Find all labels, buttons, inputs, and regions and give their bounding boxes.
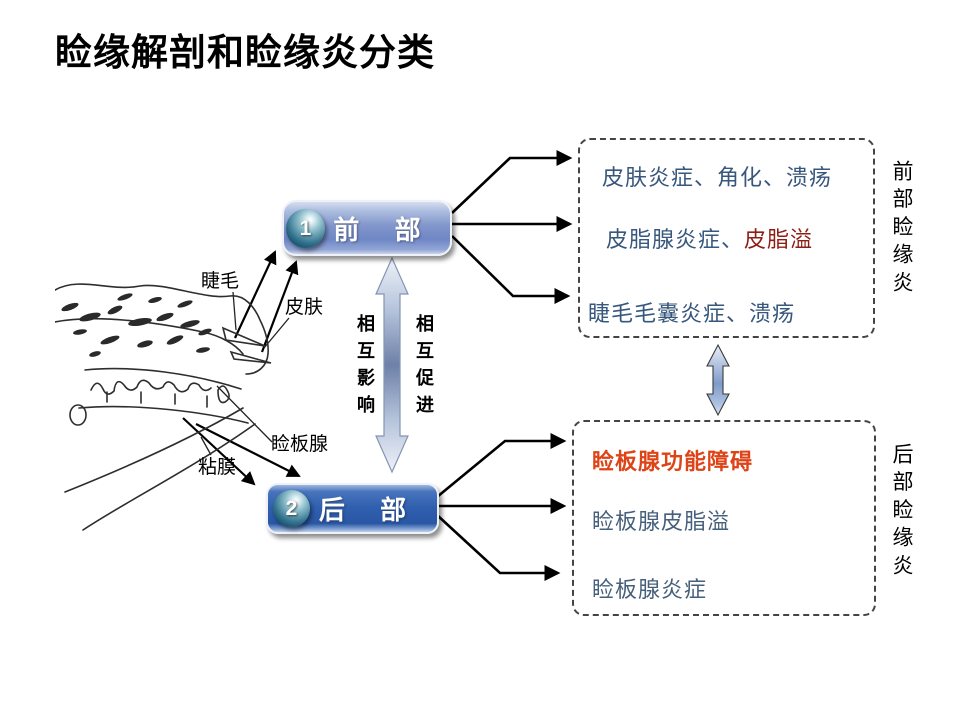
node-posterior-number-badge: 2: [273, 490, 310, 527]
node-anterior-number: 1: [299, 216, 312, 240]
posterior-findings-box: 睑板腺功能障碍 睑板腺皮脂溢 睑板腺炎症: [572, 420, 876, 616]
label-skin: 皮肤: [285, 297, 324, 318]
label-mutual-influence: 相互影响: [355, 314, 375, 422]
posterior-finding-2: 睑板腺皮脂溢: [592, 510, 731, 535]
node-posterior-label: 后 部: [318, 495, 421, 525]
label-eyelash: 睫毛: [201, 271, 240, 292]
anterior-finding-2-highlight: 皮脂溢: [744, 228, 814, 253]
label-mutual-promotion: 相互促进: [414, 314, 434, 422]
anterior-findings-box: 皮肤炎症、角化、溃疡 皮脂腺炎症、皮脂溢 睫毛毛囊炎症、溃疡: [578, 138, 875, 338]
posterior-finding-3: 睑板腺炎症: [592, 578, 708, 603]
node-anterior: 1 前 部: [282, 200, 452, 256]
posterior-fan-arrows: [436, 432, 567, 582]
anterior-finding-3: 睫毛毛囊炎症、溃疡: [588, 302, 796, 327]
anterior-fan-arrows: [451, 149, 573, 305]
anterior-finding-2: 皮脂腺炎症、皮脂溢: [606, 222, 813, 254]
label-posterior-blepharitis: 后部睑缘炎: [890, 443, 913, 582]
boxes-double-arrow: [706, 343, 730, 417]
anterior-finding-1: 皮肤炎症、角化、溃疡: [602, 166, 833, 191]
node-anterior-label: 前 部: [333, 214, 435, 245]
label-mucosa: 粘膜: [198, 457, 237, 478]
label-meibomian-gland: 睑板腺: [271, 434, 329, 455]
anatomy-to-node-arrows: [182, 250, 301, 486]
posterior-finding-1: 睑板腺功能障碍: [592, 449, 754, 475]
mutual-double-arrow: [375, 256, 409, 474]
node-posterior: 2 后 部: [266, 483, 439, 534]
node-posterior-number: 2: [285, 496, 298, 520]
anterior-finding-2-main: 皮脂腺炎症、: [606, 228, 745, 253]
label-anterior-blepharitis: 前部睑缘炎: [890, 160, 913, 299]
node-anterior-number-badge: 1: [286, 209, 325, 248]
page-title: 睑缘解剖和睑缘炎分类: [55, 32, 435, 73]
eyelid-anatomy-illustration: [55, 283, 272, 531]
